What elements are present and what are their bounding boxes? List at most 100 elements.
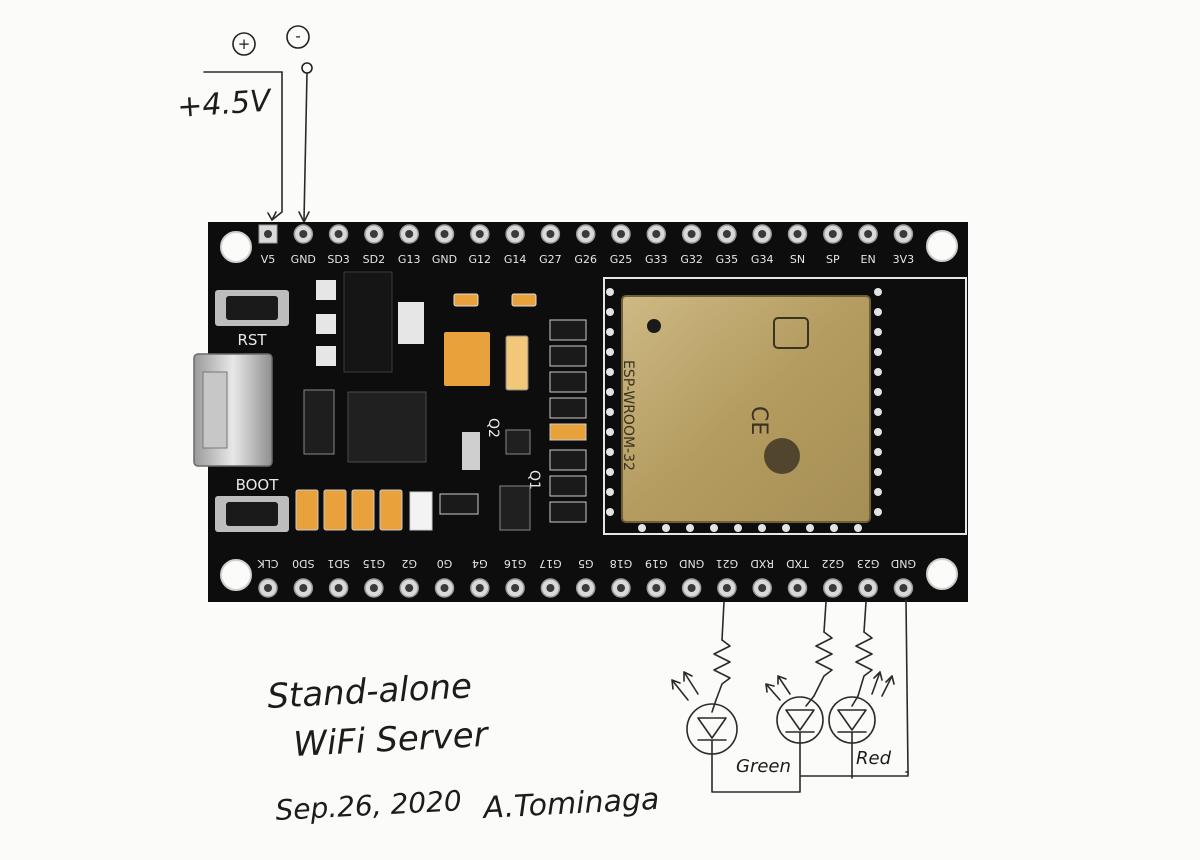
resistor-green-2 bbox=[813, 631, 833, 697]
module-pad-right bbox=[874, 408, 882, 416]
bottom-pin-hole-1 bbox=[264, 584, 272, 592]
module-pad-right bbox=[874, 448, 882, 456]
top-pin-hole-14 bbox=[722, 230, 731, 238]
module-pad-right bbox=[874, 328, 882, 336]
smd-res-b5 bbox=[439, 493, 479, 515]
top-pin-hole-5 bbox=[405, 230, 414, 238]
smd-cap-b3 bbox=[351, 489, 375, 531]
minus-symbol: - bbox=[295, 27, 300, 45]
espressif-logo-icon bbox=[764, 438, 800, 474]
wire-g23 bbox=[863, 601, 867, 633]
bottom-pin-label: TXD bbox=[786, 557, 810, 570]
wifi-logo-icon bbox=[773, 317, 809, 349]
module-pad-right bbox=[874, 508, 882, 516]
regulator-tab bbox=[398, 302, 424, 344]
resistor-r7 bbox=[549, 475, 587, 497]
bottom-pin-hole-16 bbox=[793, 584, 802, 592]
module-pad-right bbox=[874, 348, 882, 356]
module-pad-bottom bbox=[710, 524, 718, 532]
top-pin-hole-7 bbox=[475, 230, 484, 238]
top-pin-label: SD2 bbox=[363, 253, 385, 266]
top-pin-label: V5 bbox=[261, 253, 276, 266]
bottom-pin-label: G16 bbox=[504, 557, 527, 570]
mounting-hole-tr bbox=[926, 230, 958, 262]
top-pin-hole-15 bbox=[758, 230, 767, 238]
module-pad-left bbox=[606, 508, 614, 516]
smd-cap-b1 bbox=[295, 489, 319, 531]
mounting-hole-bl bbox=[220, 559, 252, 591]
bottom-pin-hole-17 bbox=[828, 584, 837, 592]
module-pad-right bbox=[874, 468, 882, 476]
resistor-r1 bbox=[549, 319, 587, 341]
top-pin-label: 3V3 bbox=[893, 253, 915, 266]
plus-terminal-circle bbox=[232, 32, 256, 56]
title-line-2: WiFi Server bbox=[292, 715, 490, 765]
module-pad-bottom bbox=[638, 524, 646, 532]
voltage-regulator bbox=[343, 271, 393, 373]
bottom-pin-label: G4 bbox=[472, 557, 488, 570]
bottom-pin-hole-2 bbox=[299, 584, 308, 592]
mounting-hole-br bbox=[926, 558, 958, 590]
rst-label: RST bbox=[237, 331, 267, 349]
resistor-red bbox=[855, 631, 873, 697]
regulator-pin-2 bbox=[316, 314, 336, 334]
top-pin-label: G32 bbox=[680, 253, 703, 266]
bottom-pin-label: SD0 bbox=[292, 557, 314, 570]
bottom-pin-hole-6 bbox=[440, 584, 449, 592]
bottom-pin-hole-13 bbox=[687, 584, 696, 592]
boot-button[interactable] bbox=[226, 502, 278, 526]
resistor-r5 bbox=[549, 423, 587, 441]
power-led bbox=[409, 491, 433, 531]
q1-label: Q1 bbox=[526, 470, 542, 490]
gnd-wire bbox=[303, 72, 308, 221]
top-pin-label: G33 bbox=[645, 253, 668, 266]
title-line-1: Stand-alone bbox=[266, 666, 473, 717]
led-2-symbol bbox=[785, 695, 815, 773]
top-pin-label: G13 bbox=[398, 253, 421, 266]
bottom-pin-hole-5 bbox=[405, 584, 414, 592]
bottom-pin-hole-19 bbox=[899, 584, 908, 592]
tantalum-capacitor bbox=[444, 332, 490, 386]
ce-mark-icon: CE bbox=[746, 406, 771, 435]
bottom-pin-label: GND bbox=[891, 557, 916, 570]
red-led-label: Red bbox=[856, 748, 892, 769]
pin1-marker bbox=[647, 319, 661, 333]
top-pin-label: G25 bbox=[610, 253, 633, 266]
top-pin-hole-12 bbox=[652, 230, 661, 238]
module-pad-left bbox=[606, 448, 614, 456]
top-pin-label: GND bbox=[432, 253, 457, 266]
module-label: ESP-WROOM-32 bbox=[620, 360, 636, 471]
module-pad-right bbox=[874, 488, 882, 496]
resistor-green-1 bbox=[713, 639, 731, 701]
module-pad-bottom bbox=[782, 524, 790, 532]
top-pin-hole-11 bbox=[617, 230, 625, 238]
resistor-r2 bbox=[549, 345, 587, 367]
led-1-symbol bbox=[697, 699, 727, 767]
module-pad-bottom bbox=[758, 524, 766, 532]
resistor-r8 bbox=[549, 501, 587, 523]
module-pad-left bbox=[606, 308, 614, 316]
led-1-light-arrows bbox=[671, 671, 699, 701]
top-pin-label: G35 bbox=[716, 253, 739, 266]
rst-button[interactable] bbox=[226, 296, 278, 320]
bottom-pin-hole-11 bbox=[617, 584, 625, 592]
module-pad-bottom bbox=[806, 524, 814, 532]
bottom-pin-label: CLK bbox=[257, 557, 279, 570]
top-pin-label: G12 bbox=[469, 253, 492, 266]
bottom-pin-label: G21 bbox=[716, 557, 739, 570]
bottom-pin-hole-12 bbox=[652, 584, 661, 592]
wire-g21 bbox=[721, 601, 725, 641]
resistor-q2 bbox=[462, 432, 480, 470]
bottom-header-pins bbox=[258, 578, 914, 598]
bottom-pin-label: G5 bbox=[578, 557, 594, 570]
q2-label: Q2 bbox=[485, 418, 501, 438]
bottom-pin-label: RXD bbox=[750, 557, 774, 570]
transistor-q2 bbox=[505, 429, 531, 455]
bottom-pin-hole-18 bbox=[864, 584, 873, 592]
bottom-pin-hole-7 bbox=[475, 584, 484, 592]
resistor-r4 bbox=[549, 397, 587, 419]
